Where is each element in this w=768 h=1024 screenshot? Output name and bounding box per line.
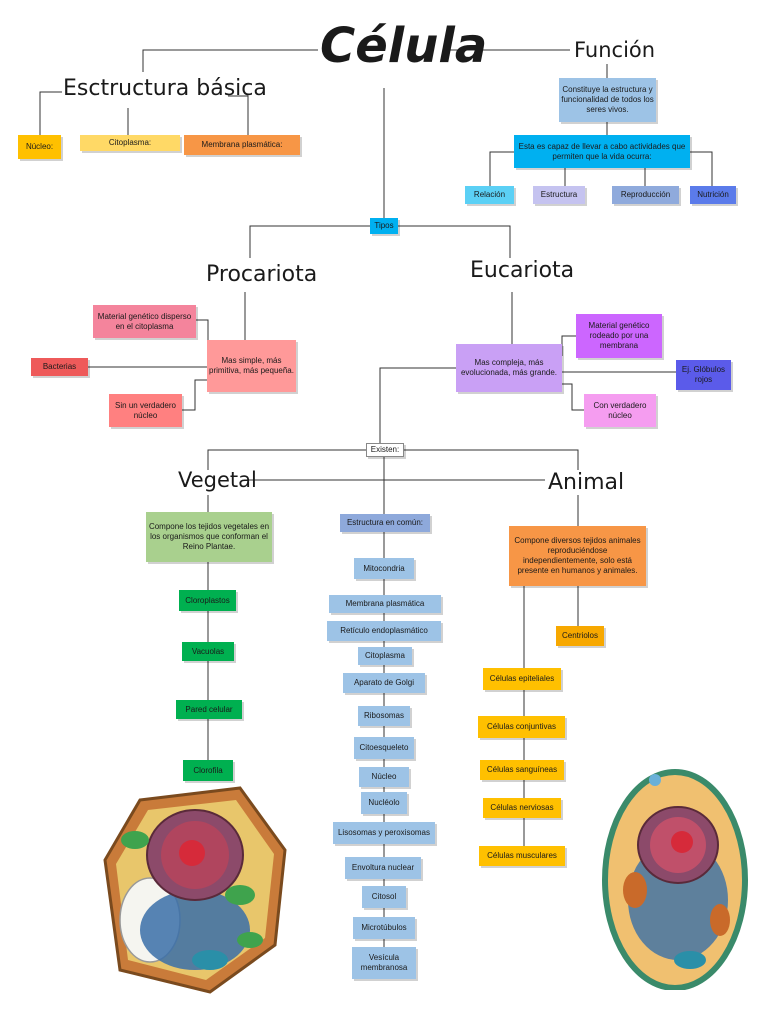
funcion-desc-box: Constituye la estructura y funcionalidad… xyxy=(559,78,656,122)
con-nucleo-box: Con verdadero núcleo xyxy=(584,394,656,427)
comun-item: Lisosomas y peroxisomas xyxy=(333,822,435,844)
animal-item-sanguineas: Células sanguíneas xyxy=(480,760,564,780)
procariota-main-box: Mas simple, más primitiva, más pequeña. xyxy=(207,340,296,392)
membrana-box: Membrana plasmática: xyxy=(184,135,300,155)
reproduccion-box: Reproducción xyxy=(612,186,679,204)
comun-heading-box: Estructura en común: xyxy=(340,514,430,532)
vegetal-item-cloroplastos: Cloroplastos xyxy=(179,590,236,611)
plant-cell-illustration xyxy=(103,786,287,994)
comun-item: Citosol xyxy=(362,886,406,908)
vegetal-item-pared: Pared celular xyxy=(176,700,242,719)
existen-box: Existen: xyxy=(366,443,404,457)
eucariota-main-box: Mas compleja, más evolucionada, más gran… xyxy=(456,344,562,392)
relacion-box: Relación xyxy=(465,186,514,204)
comun-item: Membrana plasmática xyxy=(329,595,441,613)
tipos-box: Tipos xyxy=(370,218,398,234)
comun-item: Citoesqueleto xyxy=(354,737,414,759)
vegetal-desc-box: Compone los tejidos vegetales en los org… xyxy=(146,512,272,562)
animal-item-epiteliales: Células epiteliales xyxy=(483,668,561,690)
animal-desc-box: Compone diversos tejidos animales reprod… xyxy=(509,526,646,586)
procariota-material-box: Material genético disperso en el citopla… xyxy=(93,305,196,338)
comun-item: Nucléolo xyxy=(361,792,407,814)
vegetal-heading: Vegetal xyxy=(178,468,257,492)
animal-item-nerviosas: Células nerviosas xyxy=(483,798,561,818)
globulos-box: Ej. Glóbulos rojos xyxy=(676,360,731,390)
eucariota-material-box: Material genético rodeado por una membra… xyxy=(576,314,662,358)
comun-item: Núcleo xyxy=(359,767,409,787)
bacterias-box: Bacterias xyxy=(31,358,88,376)
procariota-heading: Procariota xyxy=(206,262,318,287)
funcion-heading: Función xyxy=(574,38,656,62)
comun-item: Microtúbulos xyxy=(353,917,415,939)
comun-item: Aparato de Golgi xyxy=(343,673,425,693)
vegetal-item-vacuolas: Vacuolas xyxy=(182,642,234,661)
nucleo-box: Núcleo: xyxy=(18,135,61,159)
comun-item: Vesícula membranosa xyxy=(352,947,416,979)
funcion-actividades-box: Esta es capaz de llevar a cabo actividad… xyxy=(514,135,690,168)
sin-nucleo-box: Sin un verdadero núcleo xyxy=(109,394,182,427)
comun-item: Ribosomas xyxy=(358,706,410,726)
animal-heading: Animal xyxy=(548,470,625,495)
estructura-box: Estructura xyxy=(533,186,585,204)
page-title: Célula xyxy=(320,18,488,74)
animal-cell-illustration xyxy=(602,769,748,990)
comun-item: Retículo endoplasmático xyxy=(327,621,441,641)
animal-item-conjuntivas: Células conjuntivas xyxy=(478,716,565,738)
comun-item: Citoplasma xyxy=(358,647,412,665)
vegetal-item-clorofila: Clorofila xyxy=(183,760,233,781)
animal-item-musculares: Células musculares xyxy=(479,846,565,866)
citoplasma-box: Citoplasma: xyxy=(80,135,180,151)
estructura-heading: Esctructura básica xyxy=(63,76,267,101)
nutricion-box: Nutrición xyxy=(690,186,736,204)
comun-item: Envoltura nuclear xyxy=(345,857,421,879)
comun-item: Mitocondria xyxy=(354,558,414,579)
eucariota-heading: Eucariota xyxy=(470,258,575,283)
centriolos-box: Centriolos xyxy=(556,626,604,646)
